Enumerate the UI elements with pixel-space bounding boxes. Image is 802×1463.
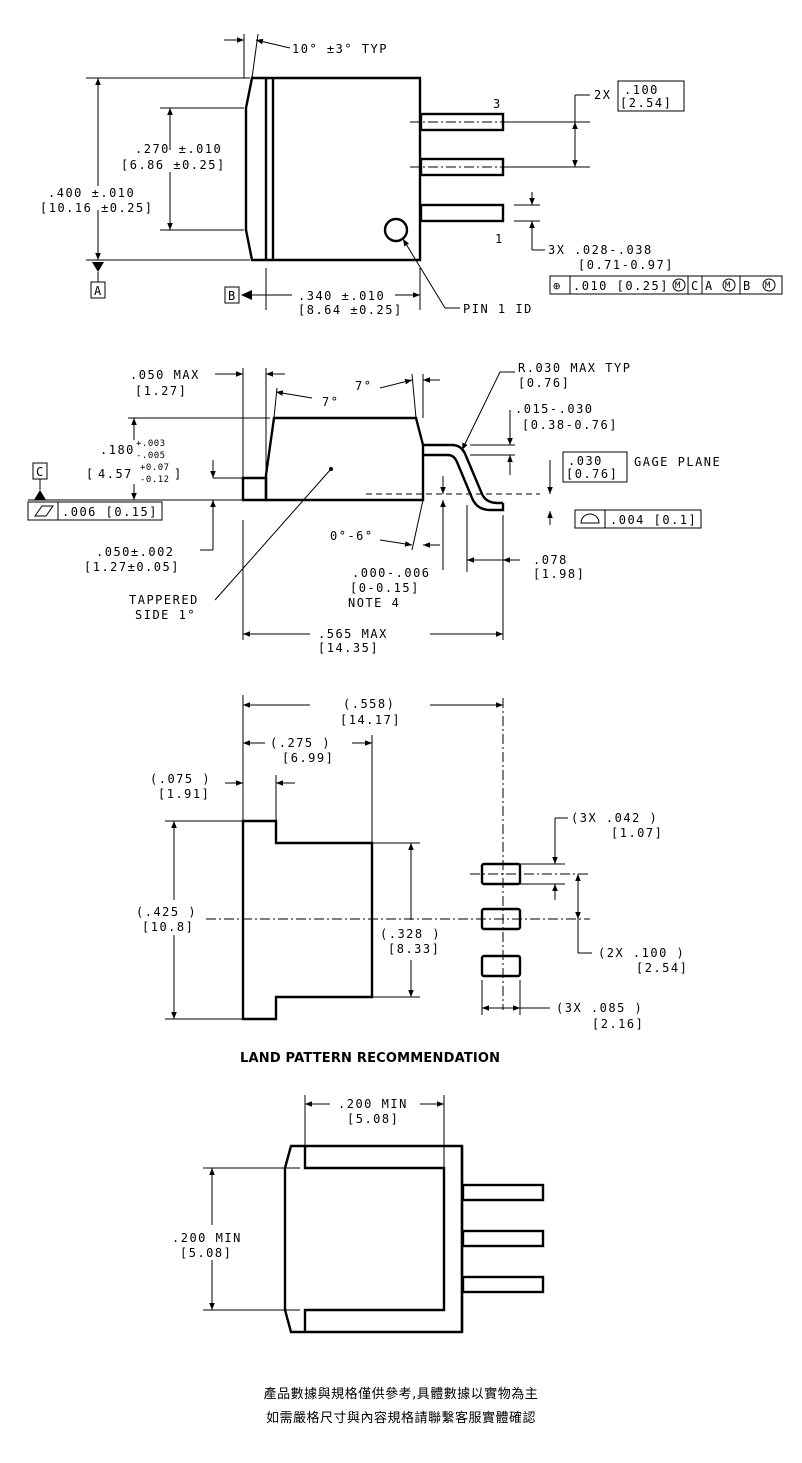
d425-mm-label: [10.8] bbox=[142, 920, 194, 934]
angle-7-right-label: 7° bbox=[355, 379, 372, 393]
d275-mm-label: [6.99] bbox=[282, 751, 334, 765]
lead-thickness-label: .015-.030 bbox=[515, 402, 594, 416]
d558-label: (.558) bbox=[343, 697, 395, 711]
pin1-id-label: PIN 1 ID bbox=[463, 302, 533, 316]
position-datum-b: B bbox=[743, 279, 752, 293]
d085-label: (3X .085 ) bbox=[556, 1001, 643, 1015]
gage-plane-label: GAGE PLANE bbox=[634, 455, 721, 469]
angle-10-label: 10° ±3° TYP bbox=[292, 42, 388, 56]
pitch-in-label: .100 bbox=[624, 83, 659, 97]
top-view: 3 1 10° ±3° TYP .270 ±.010 [6.86 ±0.25] … bbox=[40, 33, 783, 317]
width-200-label: .200 MIN bbox=[338, 1097, 408, 1111]
lead-width-label: 3X .028-.038 bbox=[548, 243, 653, 257]
bottom-lead-3 bbox=[461, 1183, 545, 1202]
lead-thickness-mm-label: [0.38-0.76] bbox=[522, 418, 618, 432]
max-565-label: .565 MAX bbox=[318, 627, 388, 641]
tab-pad bbox=[241, 819, 374, 1021]
gage-in-label: .030 bbox=[568, 454, 603, 468]
coplanarity-tol-label: .004 [0.1] bbox=[610, 513, 697, 527]
datum-b-label: B bbox=[228, 289, 237, 303]
height-180-bracket-r: ] bbox=[174, 467, 183, 481]
d328-mm-label: [8.33] bbox=[388, 942, 440, 956]
d075-mm-label: [1.91] bbox=[158, 787, 210, 801]
d085-mm-label: [2.16] bbox=[592, 1017, 644, 1031]
height-180-bracket-l: [ bbox=[86, 467, 95, 481]
position-datum-a-mmc: M bbox=[725, 281, 731, 291]
height-180-mm-label: 4.57 bbox=[98, 467, 133, 481]
datum-c-label: C bbox=[36, 465, 45, 479]
lead-1 bbox=[419, 203, 505, 223]
disclaimer-notice: 產品數據與規格僅供參考,具體數據以實物為主 如需嚴格尺寸與內容規格請聯繫客服實體… bbox=[264, 1386, 539, 1426]
width-340-label: .340 ±.010 bbox=[298, 289, 385, 303]
side-view: .050 MAX [1.27] 7° 7° R.030 MAX TYP [0.7… bbox=[27, 361, 721, 655]
pitch-mm-label: [2.54] bbox=[620, 96, 672, 110]
radius-mm-label: [0.76] bbox=[518, 376, 570, 390]
max-050-mm-label: [1.27] bbox=[135, 384, 187, 398]
height-270-label: .270 ±.010 bbox=[135, 142, 222, 156]
bottom-view: .200 MIN [5.08] .200 MIN [5.08] bbox=[172, 1095, 545, 1334]
height-200-mm-label: [5.08] bbox=[180, 1246, 232, 1260]
d328-label: (.328 ) bbox=[380, 927, 441, 941]
height-400-mm-label: [10.16 ±0.25] bbox=[40, 201, 153, 215]
d275-label: (.275 ) bbox=[270, 736, 331, 750]
position-mmc-label: M bbox=[675, 281, 681, 291]
height-180-tol-up: +.003 bbox=[136, 439, 166, 449]
lead-width-mm-label: [0.71-0.97] bbox=[578, 258, 674, 272]
pin-1-label: 1 bbox=[495, 232, 504, 246]
d042-label: (3X .042 ) bbox=[571, 811, 658, 825]
position-datum-b-mmc: M bbox=[765, 281, 771, 291]
height-180-mm-dn: -0.12 bbox=[140, 475, 170, 485]
d100-label: (2X .100 ) bbox=[598, 946, 685, 960]
standoff-label: .000-.006 bbox=[352, 566, 431, 580]
pin1-marker-circle bbox=[383, 217, 409, 243]
datum-a-label: A bbox=[94, 284, 103, 298]
note4-label: NOTE 4 bbox=[348, 596, 400, 610]
height-400-label: .400 ±.010 bbox=[48, 186, 135, 200]
position-tol-label: .010 [0.25] bbox=[573, 279, 669, 293]
side1-label: SIDE 1° bbox=[135, 608, 196, 622]
notice-line-1: 產品數據與規格僅供參考,具體數據以實物為主 bbox=[264, 1386, 539, 1402]
len-078-label: .078 bbox=[533, 553, 568, 567]
notice-line-2: 如需嚴格尺寸與內容規格請聯繫客服實體確認 bbox=[266, 1410, 536, 1426]
std-050-mm-label: [1.27±0.05] bbox=[84, 560, 180, 574]
width-340-mm-label: [8.64 ±0.25] bbox=[298, 303, 403, 317]
pitch-2x-label: 2X bbox=[594, 88, 611, 102]
bottom-lead-1 bbox=[461, 1275, 545, 1294]
height-180-mm-up: +0.07 bbox=[140, 463, 170, 473]
position-datum-a: A bbox=[705, 279, 714, 293]
height-200-label: .200 MIN bbox=[172, 1231, 242, 1245]
len-078-mm-label: [1.98] bbox=[533, 567, 585, 581]
height-270-mm-label: [6.86 ±0.25] bbox=[121, 158, 226, 172]
pin-3-label: 3 bbox=[493, 97, 502, 111]
position-tolerance-frame: ⊕ .010 [0.25] M C A M B M bbox=[549, 275, 783, 295]
gage-mm-label: [0.76] bbox=[566, 467, 618, 481]
position-datum-c: C bbox=[691, 279, 700, 293]
flatness-tol-label: .006 [0.15] bbox=[62, 505, 158, 519]
angle-06-label: 0°-6° bbox=[330, 529, 374, 543]
radius-label: R.030 MAX TYP bbox=[518, 361, 631, 375]
max-050-label: .050 MAX bbox=[130, 368, 200, 382]
standoff-mm-label: [0-0.15] bbox=[350, 581, 420, 595]
d425-label: (.425 ) bbox=[136, 905, 197, 919]
land-pattern-view: (.558) [14.17] (.275 ) [6.99] (.075 ) [1… bbox=[136, 695, 688, 1066]
max-565-mm-label: [14.35] bbox=[318, 641, 379, 655]
position-symbol: ⊕ bbox=[553, 279, 562, 293]
lead-pad-1 bbox=[480, 954, 522, 978]
d042-mm-label: [1.07] bbox=[611, 826, 663, 840]
d075-label: (.075 ) bbox=[150, 772, 211, 786]
d100-mm-label: [2.54] bbox=[636, 961, 688, 975]
land-pattern-title: LAND PATTERN RECOMMENDATION bbox=[240, 1051, 500, 1066]
tappered-label: TAPPERED bbox=[129, 593, 199, 607]
width-200-mm-label: [5.08] bbox=[347, 1112, 399, 1126]
height-180-tol-dn: -.005 bbox=[136, 451, 166, 461]
height-180-label: .180 bbox=[100, 443, 135, 457]
std-050-label: .050±.002 bbox=[96, 545, 175, 559]
bottom-lead-2 bbox=[461, 1229, 545, 1248]
angle-7-left-label: 7° bbox=[322, 395, 339, 409]
d558-mm-label: [14.17] bbox=[340, 713, 401, 727]
